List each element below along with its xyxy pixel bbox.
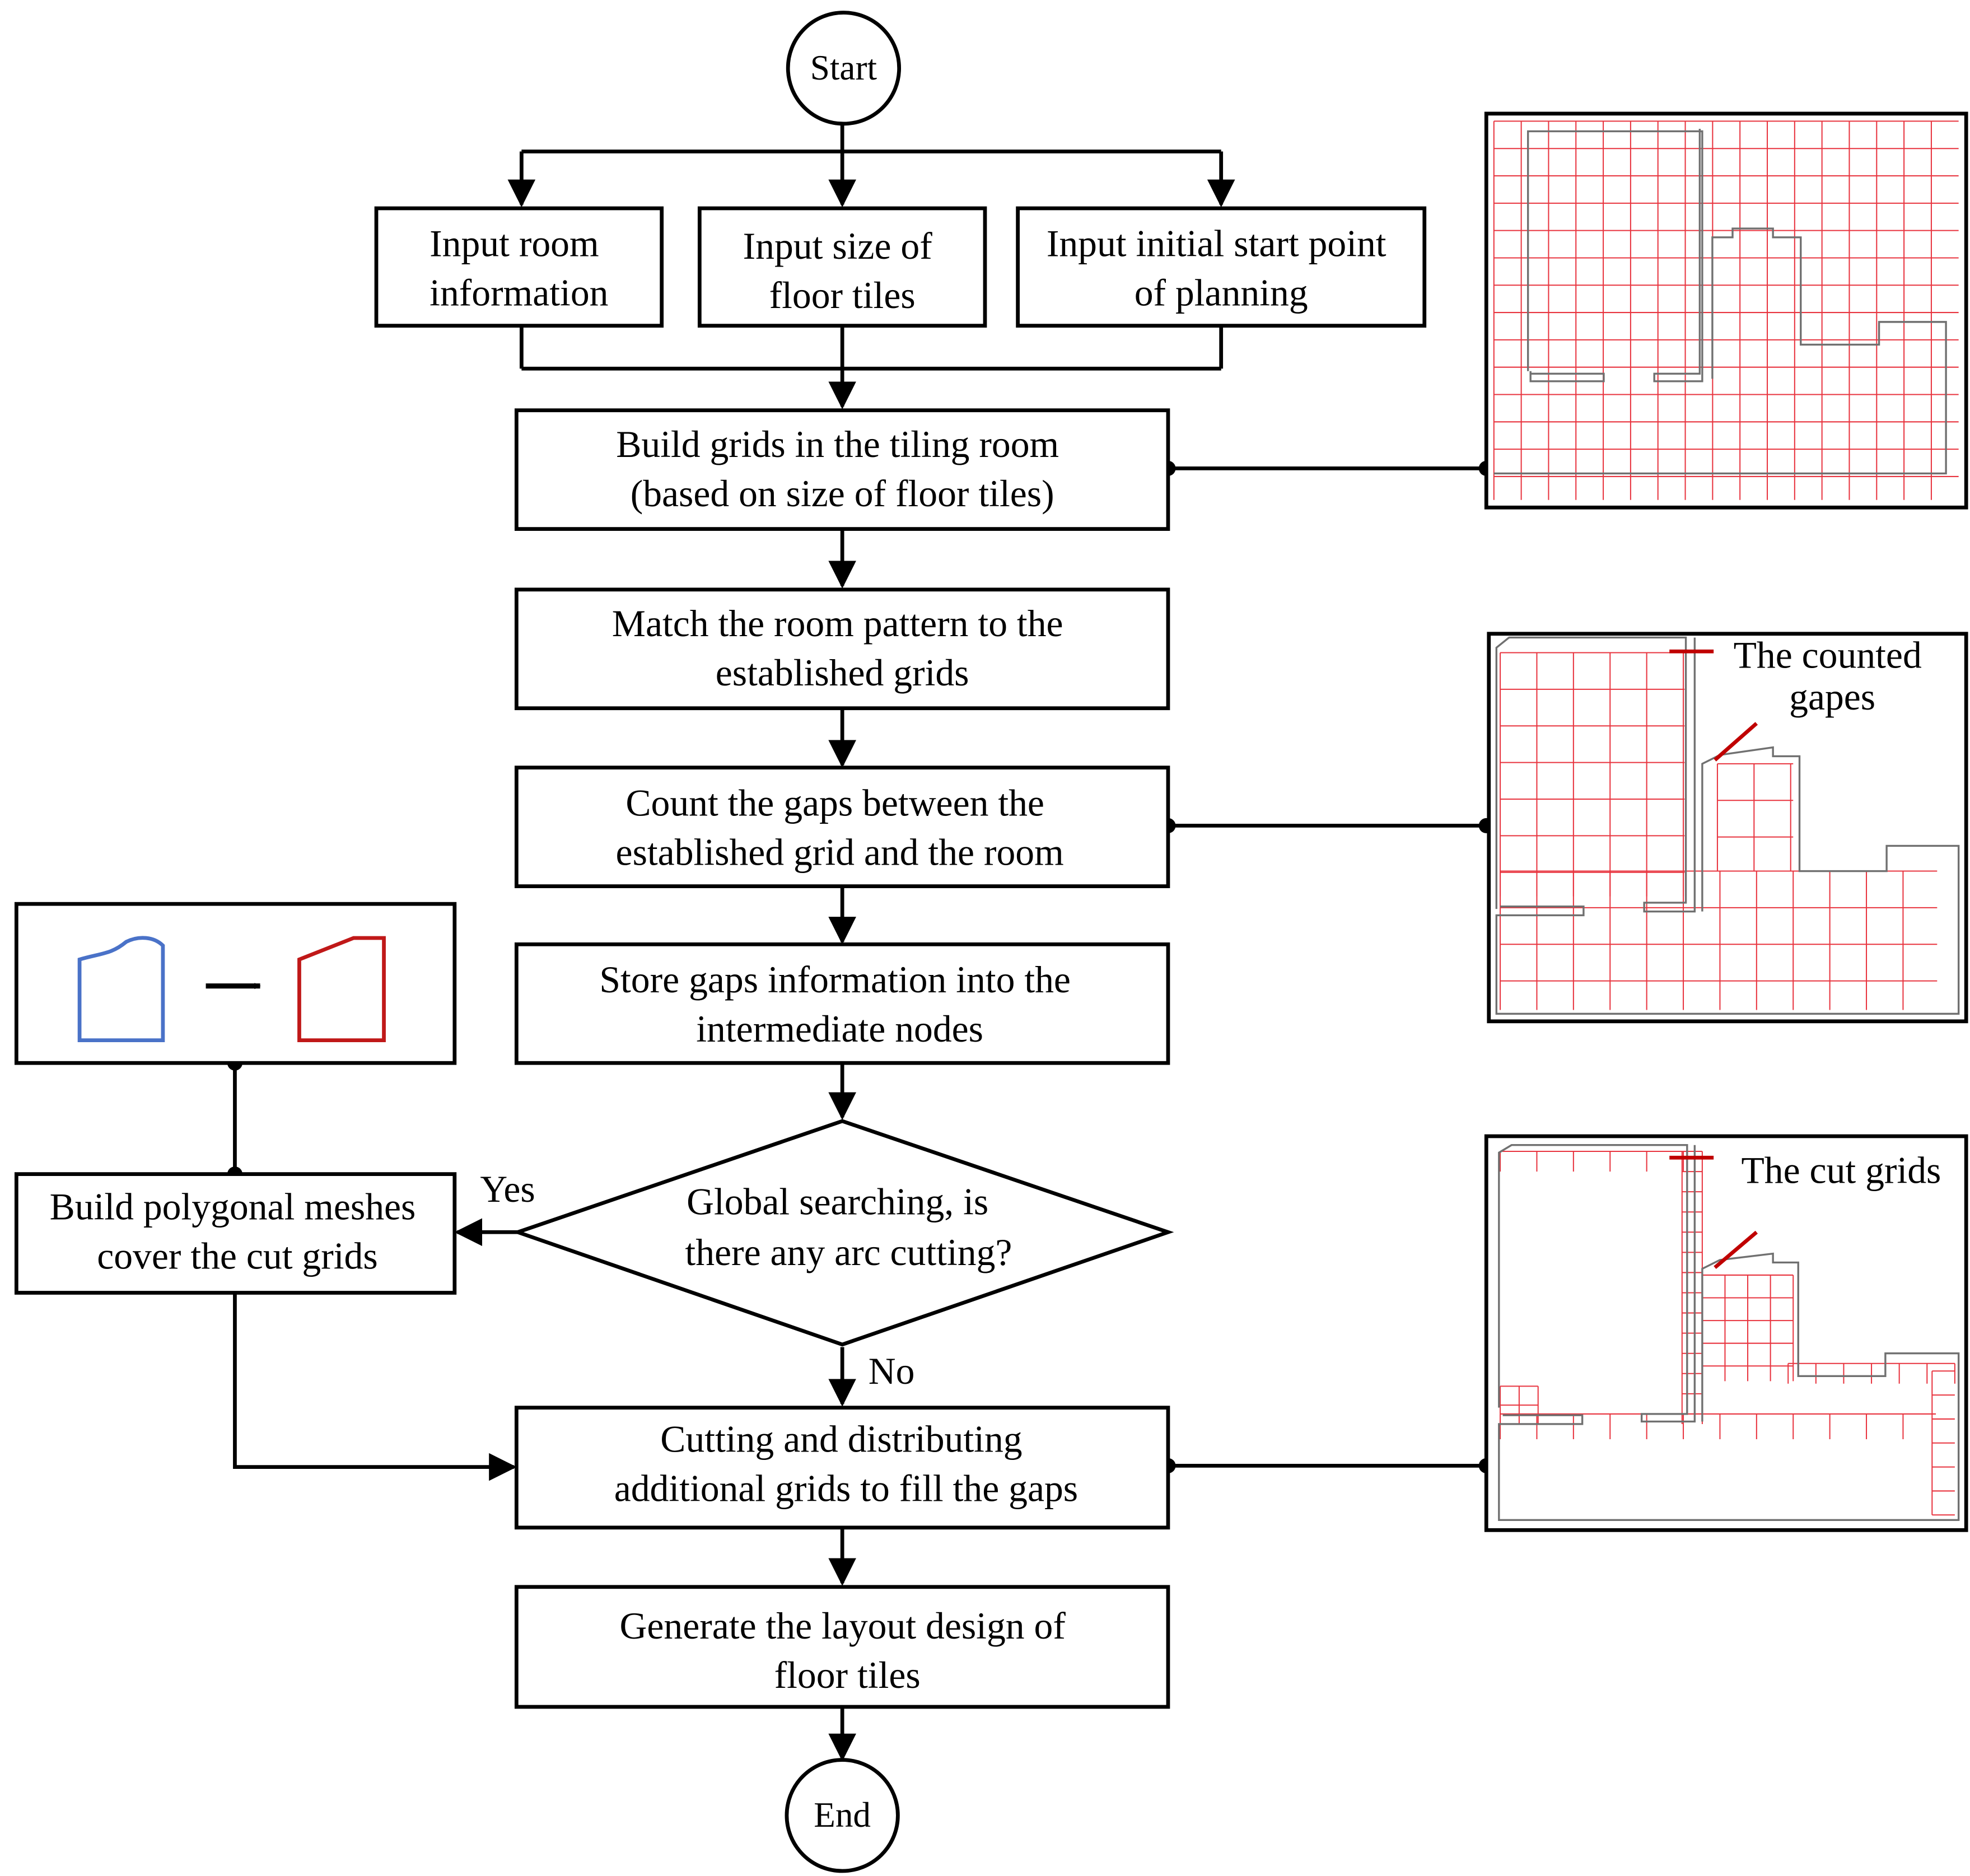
room-outline <box>1493 128 1947 475</box>
build-grid-lines <box>1493 120 1959 500</box>
svg-text:Global searching, is the: Global searching, is there any arc cutti… <box>685 1181 1012 1273</box>
start-node: Start <box>786 11 902 126</box>
curved-shape-icon <box>77 936 165 1043</box>
svg-text:Generate the layout design of: Generate the layout design of floor tile… <box>620 1605 1075 1696</box>
cut-grids-label: The cut grids <box>1741 1149 1941 1191</box>
generate-box: Generate the layout design of floor tile… <box>514 1585 1170 1709</box>
room-outline <box>1498 1144 1960 1521</box>
match-line-1: Match the room pattern to the <box>612 603 1063 645</box>
svg-text:Build polygonal meshes c: Build polygonal meshes cover the cut gri… <box>50 1186 426 1277</box>
cutting-box: Cutting and distributing additional grid… <box>514 1406 1170 1530</box>
grid-image-cut: The cut grids <box>1484 1134 1968 1532</box>
start-label: Start <box>810 48 877 87</box>
connectors <box>233 123 1487 1762</box>
cutting-line-2: additional grids to fill the gaps <box>614 1467 1078 1509</box>
end-label: End <box>814 1795 871 1835</box>
polygon-line-1: Build polygonal meshes <box>50 1186 416 1228</box>
count-line-1: Count the gaps between the <box>625 782 1044 824</box>
match-line-2: established grids <box>716 652 969 694</box>
svg-text:Cutting and distributing: Cutting and distributing additional grid… <box>614 1418 1078 1510</box>
build-grids-box: Build grids in the tiling room (based on… <box>514 408 1170 531</box>
store-line-1: Store gaps information into the <box>599 959 1071 1001</box>
counted-grid-lines <box>1500 652 1938 1010</box>
arrow-polygon-to-cutting <box>233 1292 517 1481</box>
polygon-line-2: cover the cut grids <box>97 1235 377 1277</box>
input-tiles-line-2: floor tiles <box>769 274 916 316</box>
build-grids-line-2: (based on size of floor tiles) <box>631 473 1054 515</box>
svg-text:Match the room pattern to the: Match the room pattern to the establishe… <box>612 603 1073 694</box>
gap-marker <box>1714 1230 1758 1269</box>
decision-diamond: Global searching, is there any arc cutti… <box>512 1119 1174 1347</box>
svg-text:Input initial start point: Input initial start point of planning <box>1047 223 1396 314</box>
count-line-2: established grid and the room <box>616 831 1064 873</box>
grid-image-build <box>1484 111 1968 510</box>
store-line-2: intermediate nodes <box>696 1008 983 1050</box>
polygon-box: Build polygonal meshes cover the cut gri… <box>14 1172 457 1295</box>
svg-text:Input room information: Input room information <box>430 223 608 314</box>
decision-line-1: Global searching, is <box>687 1181 988 1223</box>
yes-label: Yes <box>480 1168 535 1210</box>
input-start-line-1: Input initial start point <box>1047 223 1387 265</box>
polygon-shape-icon <box>297 936 386 1043</box>
svg-text:Build grids in the tiling room: Build grids in the tiling room (based on… <box>616 423 1068 515</box>
end-node: End <box>785 1758 900 1873</box>
input-start-box: Input initial start point of planning <box>1016 206 1427 328</box>
cutting-line-1: Cutting and distributing <box>660 1418 1022 1460</box>
svg-text:Input size of floor tile: Input size of floor tiles <box>743 225 942 316</box>
build-grids-line-1: Build grids in the tiling room <box>616 423 1059 465</box>
generate-line-2: floor tiles <box>774 1654 921 1696</box>
counted-gaps-line-1: The counted <box>1734 634 1922 676</box>
svg-text:Store gaps information into th: Store gaps information into the intermed… <box>599 959 1080 1050</box>
gap-marker <box>1714 722 1758 762</box>
input-tiles-line-1: Input size of <box>743 225 933 267</box>
grid-image-counted: The counted gapes <box>1487 632 1968 1024</box>
svg-text:Count the gaps between the: Count the gaps between the established g… <box>616 782 1064 873</box>
input-tiles-box: Input size of floor tiles <box>697 206 987 328</box>
store-box: Store gaps information into the intermed… <box>514 942 1170 1065</box>
cut-grid-lines <box>1500 1150 1955 1516</box>
room-outline <box>1495 636 1960 1015</box>
decision-line-2: there any arc cutting? <box>685 1231 1012 1273</box>
transform-illustration <box>14 902 457 1065</box>
generate-line-1: Generate the layout design of <box>620 1605 1066 1647</box>
input-room-line-2: information <box>430 272 608 314</box>
counted-gaps-line-2: gapes <box>1789 676 1875 718</box>
no-label: No <box>869 1350 915 1392</box>
count-box: Count the gaps between the established g… <box>514 766 1170 888</box>
input-room-line-1: Input room <box>430 223 599 265</box>
input-start-line-2: of planning <box>1135 272 1308 314</box>
match-box: Match the room pattern to the establishe… <box>514 587 1170 711</box>
input-room-box: Input room information <box>374 206 664 328</box>
svg-text:The counted gapes: The counted gapes <box>1734 634 1931 718</box>
